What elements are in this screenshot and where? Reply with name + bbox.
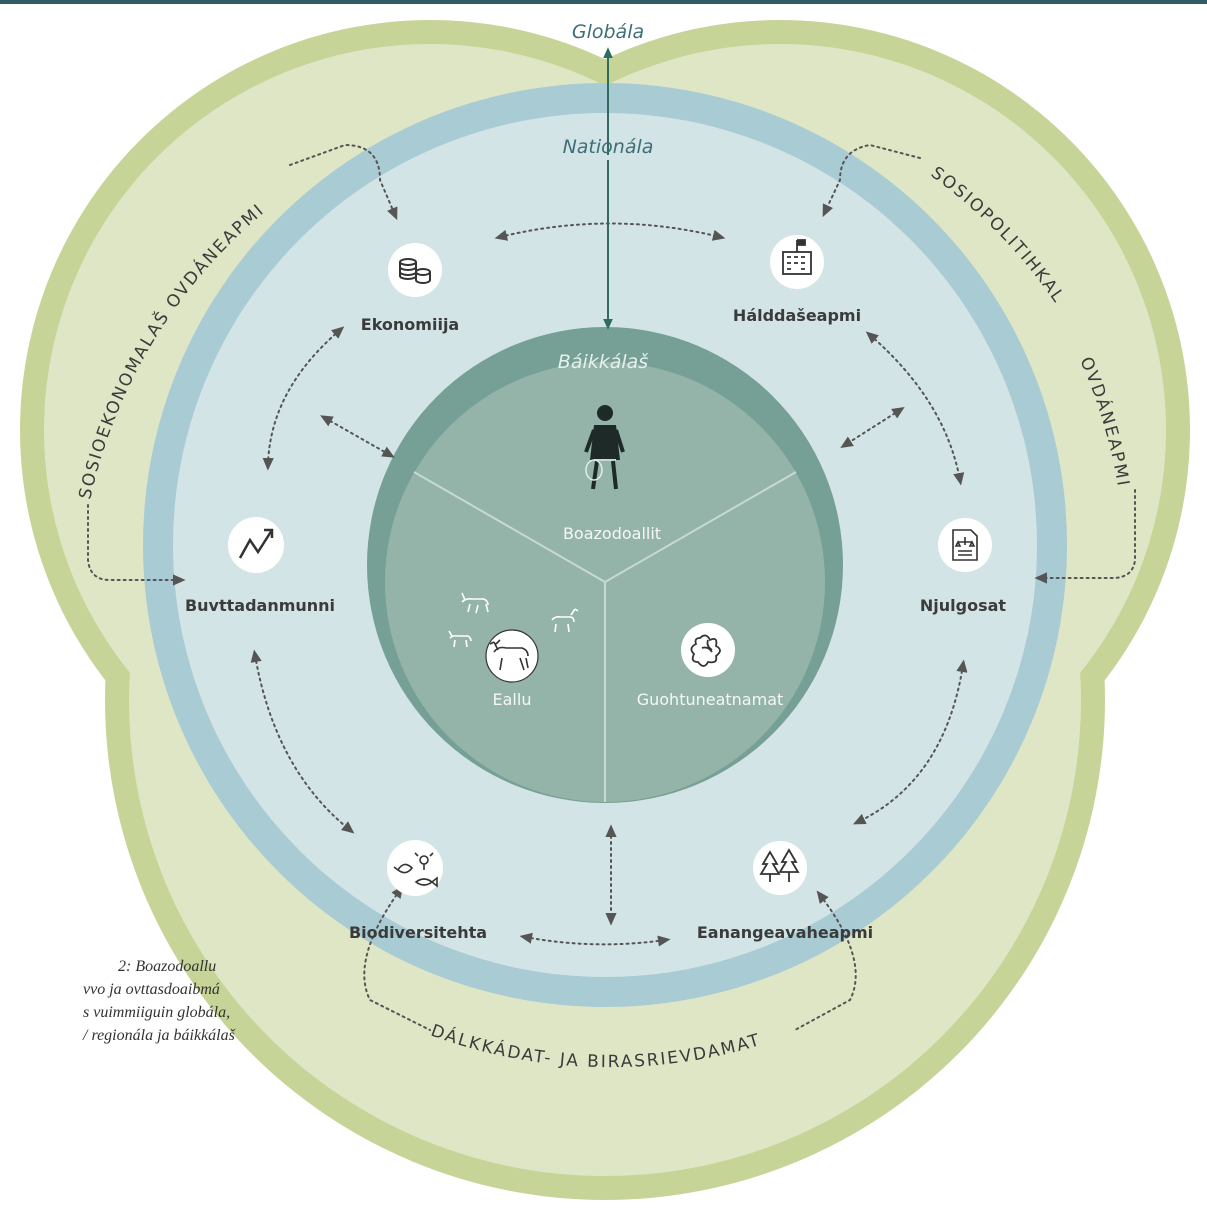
building-icon [770, 235, 824, 289]
figure-caption: 2: Boazodoallu vvo ja ovttasdoaibmá s vu… [0, 955, 260, 1047]
caption-line-3: s vuimmiiguin globála, [83, 1004, 231, 1021]
herder-icon [584, 405, 625, 490]
node-biodiversity-label: Biodiversitehta [349, 923, 487, 942]
caption-line-1: 2: Boazodoallu [118, 958, 217, 975]
caption-line-4: / regionála ja báikkálaš [83, 1027, 235, 1044]
coins-icon [388, 243, 442, 297]
reindeer-icon [448, 592, 579, 683]
node-production-label: Buvttadanmunni [185, 596, 335, 615]
trend-up-icon [228, 517, 284, 573]
core-pastures-label: Guohtuneatnamat [637, 690, 784, 709]
level-national-label: Nationála [563, 136, 654, 158]
caption-line-2: vvo ja ovttasdoaibmá [83, 981, 220, 998]
level-local-label: Báikkálaš [558, 351, 649, 373]
node-economy-label: Ekonomiija [361, 315, 459, 334]
top-rule [0, 0, 1207, 4]
lichen-icon [681, 623, 735, 677]
trees-icon [753, 841, 807, 895]
core-herd-label: Eallu [493, 690, 532, 709]
local-core [367, 327, 843, 803]
node-environment-label: Eanangeavaheapmi [697, 923, 873, 942]
legal-document-icon [938, 518, 992, 572]
core-herders-label: Boazodoallit [563, 524, 661, 543]
bird-insect-fish-icon [387, 840, 443, 896]
level-global-label: Globála [572, 21, 644, 43]
connector-arrows [87, 143, 1136, 1031]
node-law-label: Njulgosat [920, 596, 1007, 615]
node-governance-label: Hálddašeapmi [733, 306, 861, 325]
